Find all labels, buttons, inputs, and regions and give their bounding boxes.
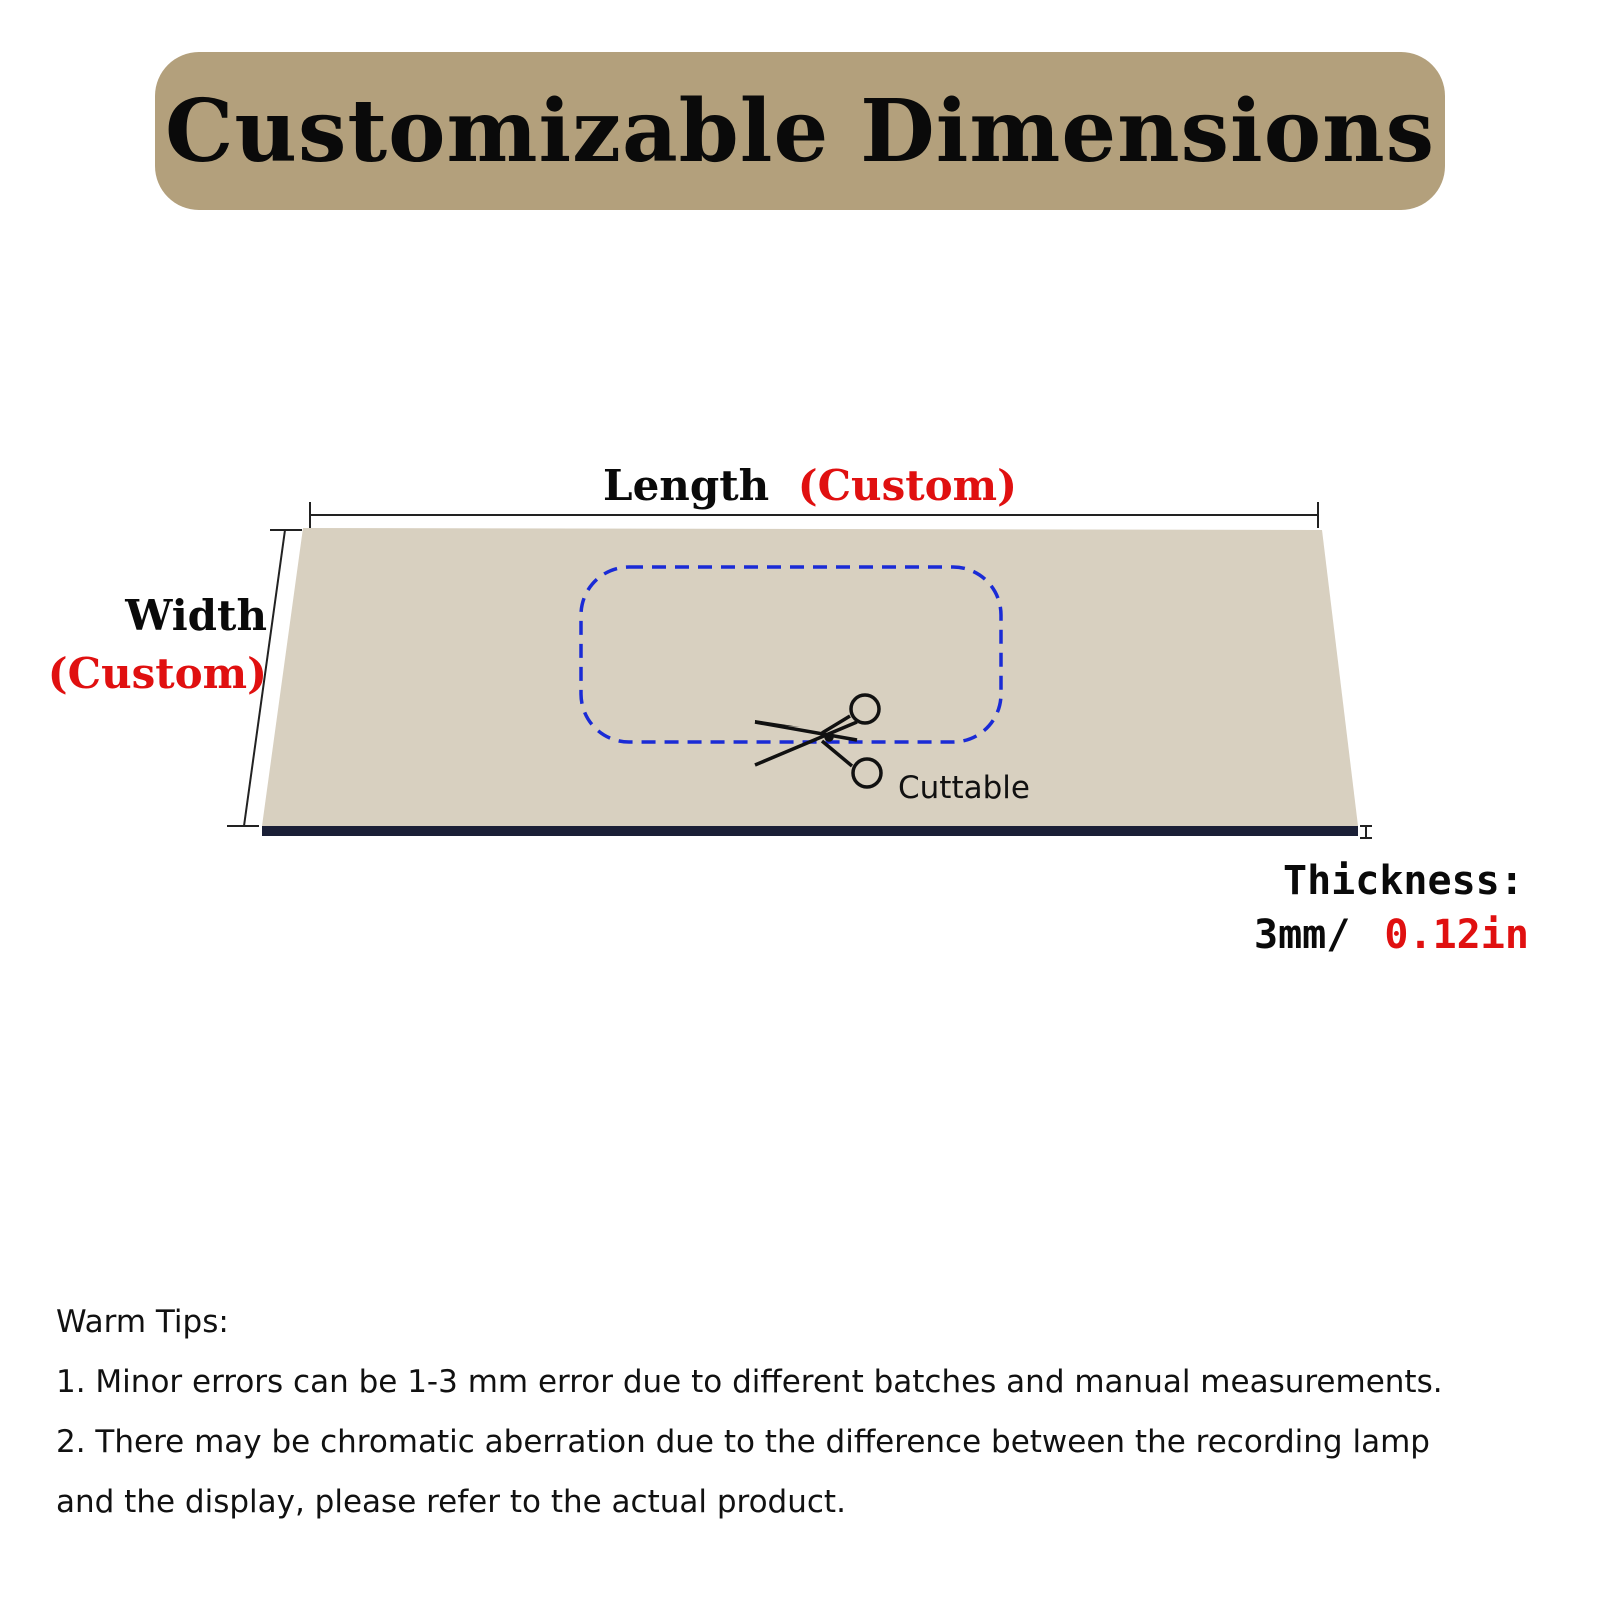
panel-top-face — [262, 528, 1358, 826]
scissors-icon — [754, 693, 883, 789]
length-label: Length (Custom) — [603, 461, 1017, 510]
width-custom-label: (Custom) — [48, 649, 267, 698]
thickness-label: Thickness: — [1283, 858, 1524, 904]
panel-thickness-edge — [262, 826, 1358, 836]
title-banner: Customizable Dimensions — [155, 52, 1445, 210]
tip-line: and the display, please refer to the act… — [56, 1484, 846, 1520]
width-dimension-line — [227, 529, 302, 827]
thickness-value: 3mm/ 0.12in — [1254, 912, 1529, 958]
length-dimension-line — [309, 502, 1319, 528]
tip-line: 2. There may be chromatic aberration due… — [56, 1424, 1430, 1460]
cuttable-area-outline — [579, 565, 1003, 744]
thickness-dimension-tick — [1360, 825, 1372, 839]
tip-line: 1. Minor errors can be 1-3 mm error due … — [56, 1364, 1443, 1400]
tips-heading: Warm Tips: — [56, 1304, 229, 1340]
warm-tips: Warm Tips: 1. Minor errors can be 1-3 mm… — [56, 1292, 1576, 1532]
width-label: Width — [124, 591, 267, 640]
page-title: Customizable Dimensions — [164, 80, 1436, 182]
cuttable-label: Cuttable — [898, 770, 1030, 806]
